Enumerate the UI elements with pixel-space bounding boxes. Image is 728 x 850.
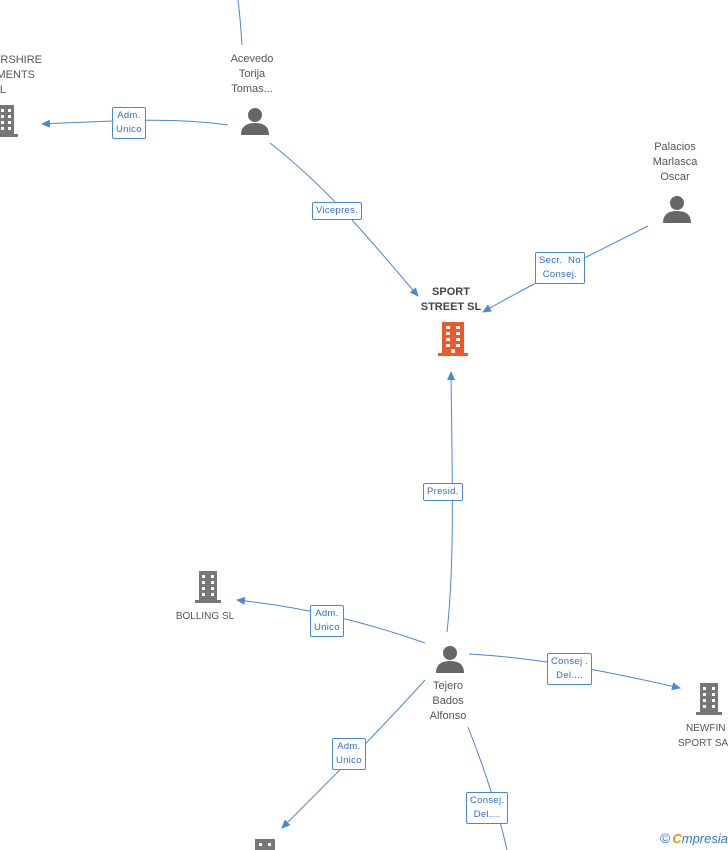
node-label-line: BOLLING SL xyxy=(175,611,235,622)
edge-label-acevedo-wiltshire[interactable]: Adm. Unico xyxy=(112,107,146,139)
node-label-line: Oscar xyxy=(660,171,690,183)
node-label-bolling: BOLLING SL xyxy=(160,609,250,624)
edge-label-line: Del.... xyxy=(473,809,501,820)
edge-label-line: Unico xyxy=(116,124,142,135)
node-label-line: L xyxy=(0,84,6,96)
brand-watermark: ©Cmpresia xyxy=(660,830,728,846)
edge-label-line: Adm. xyxy=(315,608,339,619)
edge-label-palacios-sport[interactable]: Secr. No Consej. xyxy=(535,252,585,284)
node-label-tejero: Tejero Bados Alfonso xyxy=(408,679,488,724)
node-label-line: Torija xyxy=(238,68,266,80)
node-label-line: Bados xyxy=(432,695,464,707)
node-label-line: Acevedo xyxy=(230,53,274,65)
brand-name: mpresia xyxy=(681,831,728,846)
node-label-newfin: NEWFIN SPORT SA xyxy=(678,721,728,751)
node-label-line: Palacios xyxy=(654,141,696,153)
node-label-line: Tomas... xyxy=(231,83,273,95)
node-label-sport-street: SPORT STREET SL xyxy=(405,285,497,315)
node-label-line: ERSHIRE xyxy=(0,54,42,66)
edge-label-line: Secr. No xyxy=(539,255,581,266)
building-icon-bottom-left[interactable] xyxy=(252,838,278,850)
building-icon-wiltshire[interactable] xyxy=(0,104,18,138)
edge-label-line: Consej. xyxy=(470,795,505,806)
edge-label-tejero-newfin[interactable]: Consej . Del.... xyxy=(547,653,593,685)
edge-tejero-sport xyxy=(446,371,456,633)
building-icon-newfin[interactable] xyxy=(695,682,723,716)
node-label-line: Alfonso xyxy=(429,710,467,722)
node-label-line: Tejero xyxy=(433,680,463,692)
edge-tejero-bottom xyxy=(467,726,508,850)
node-label-line: SPORT xyxy=(432,286,470,298)
node-label-line: MENTS xyxy=(0,69,35,81)
node-label-line: NEWFIN xyxy=(686,723,726,734)
node-label-line: SPORT SA xyxy=(678,738,728,749)
person-icon-tejero[interactable] xyxy=(435,645,465,673)
edge-label-line: Del.... xyxy=(556,670,584,681)
edge-label-line: Vicepres. xyxy=(316,205,359,216)
node-label-palacios: Palacios Marlasca Oscar xyxy=(635,140,715,185)
edge-label-line: Consej. xyxy=(542,269,578,280)
copyright-icon: © xyxy=(660,830,671,846)
edge-label-tejero-bolling[interactable]: Adm. Unico xyxy=(310,605,344,637)
edge-label-line: Unico xyxy=(314,622,340,633)
building-icon-bolling[interactable] xyxy=(194,570,222,604)
edge-label-line: Consej . xyxy=(551,656,589,667)
person-icon-acevedo[interactable] xyxy=(240,107,270,135)
edge-label-tejero-bottom[interactable]: Consej. Del.... xyxy=(466,792,509,824)
node-label-wiltshire: ERSHIRE MENTS L xyxy=(0,53,42,98)
edge-label-line: Presid. xyxy=(427,486,459,497)
edge-acevedo-top xyxy=(237,0,243,46)
person-icon-palacios[interactable] xyxy=(662,195,692,223)
edge-label-line: Unico xyxy=(336,755,362,766)
edge-label-acevedo-sport[interactable]: Vicepres. xyxy=(312,202,363,220)
building-icon-main[interactable] xyxy=(437,321,469,357)
edge-label-line: Adm. xyxy=(117,110,141,121)
edge-label-line: Adm. xyxy=(337,741,361,752)
edge-label-tejero-bottom-left[interactable]: Adm. Unico xyxy=(332,738,366,770)
node-label-acevedo: Acevedo Torija Tomas... xyxy=(212,52,292,97)
brand-initial: C xyxy=(672,831,682,846)
node-label-line: STREET SL xyxy=(420,301,482,313)
node-label-line: Marlasca xyxy=(652,156,698,168)
edge-label-tejero-sport[interactable]: Presid. xyxy=(423,483,463,501)
